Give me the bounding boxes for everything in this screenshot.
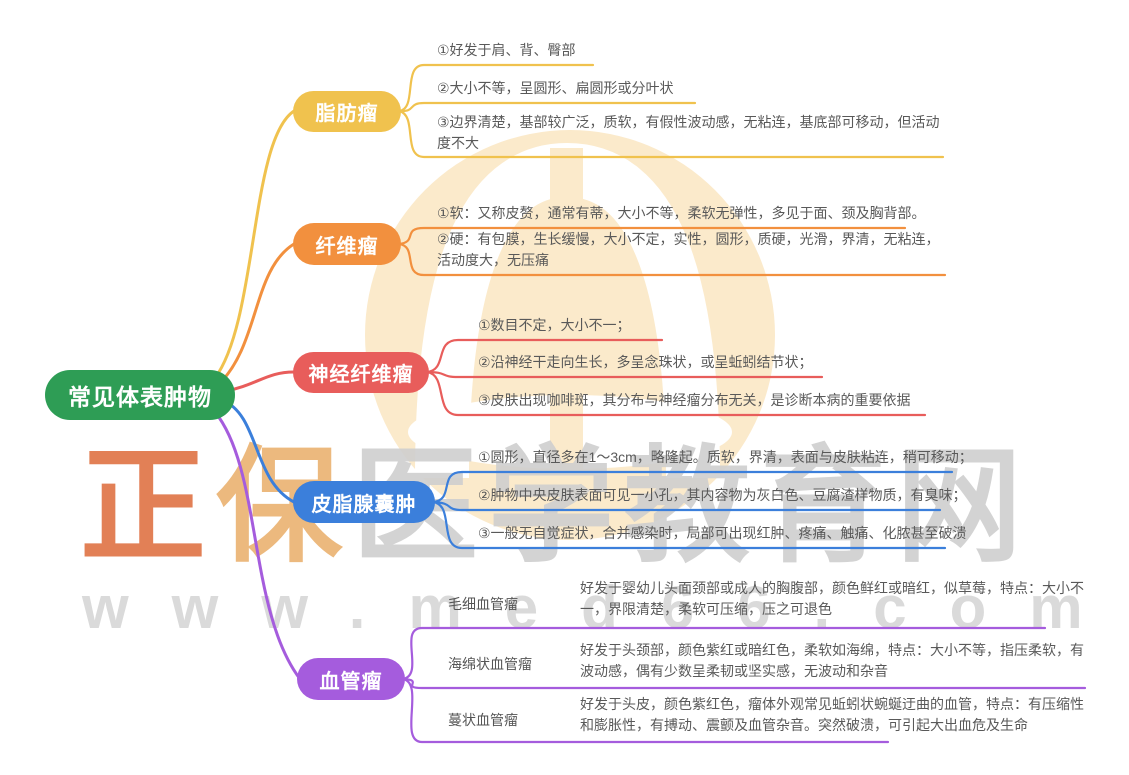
subnode-label-cavernous-hemangioma[interactable]: 海绵状血管瘤: [448, 656, 532, 672]
leaf-topic-neurofibroma-1[interactable]: ①数目不定，大小不一；: [478, 317, 631, 333]
leaf-topic-capillary-hemangioma[interactable]: 好发于婴幼儿头面颈部或成人的胸腹部，颜色鲜红或暗红，似草莓，特点：大小不一，界限…: [580, 580, 1084, 617]
leaf-topic-lipoma-3[interactable]: ③边界清楚，基部较广泛，质软，有假性波动感，无粘连，基底部可移动，但活动度不大: [437, 114, 940, 151]
branch-node-hemangioma[interactable]: 血管瘤: [297, 658, 405, 700]
branch-node-lipoma[interactable]: 脂肪瘤: [293, 91, 401, 132]
branch-node-fibroma[interactable]: 纤维瘤: [293, 223, 401, 265]
subnode-label-racemose-hemangioma[interactable]: 蔓状血管瘤: [448, 712, 518, 728]
leaf-topic-lipoma-2[interactable]: ②大小不等，呈圆形、扁圆形或分叶状: [437, 80, 674, 96]
leaf-topic-sebaceous-3[interactable]: ③一般无自觉症状，合并感染时，局部可出现红肿、疼痛、触痛、化脓甚至破溃: [478, 525, 967, 541]
leaf-topic-neurofibroma-2[interactable]: ②沿神经干走向生长，多呈念珠状，或呈蚯蚓结节状；: [478, 354, 813, 370]
branch-node-neurofibroma[interactable]: 神经纤维瘤: [293, 352, 429, 393]
leaf-topic-lipoma-1[interactable]: ①好发于肩、背、臀部: [437, 42, 576, 58]
subnode-label-capillary-hemangioma[interactable]: 毛细血管瘤: [448, 596, 518, 612]
leaf-topic-racemose-hemangioma[interactable]: 好发于头皮，颜色紫红色，瘤体外观常见蚯蚓状蜿蜒迂曲的血管，特点：有压缩性和膨胀性…: [580, 696, 1084, 733]
leaf-topic-neurofibroma-3[interactable]: ③皮肤出现咖啡斑，其分布与神经瘤分布无关，是诊断本病的重要依据: [478, 392, 911, 408]
leaf-topic-cavernous-hemangioma[interactable]: 好发于头颈部，颜色紫红或暗红色，柔软如海绵，特点：大小不等，指压柔软，有波动感，…: [580, 642, 1084, 679]
leaf-topic-fibroma-1[interactable]: ①软：又称皮赘，通常有蒂，大小不等，柔软无弹性，多见于面、颈及胸背部。: [437, 205, 926, 221]
branch-node-sebaceous-cyst[interactable]: 皮脂腺囊肿: [293, 481, 435, 523]
leaf-topic-sebaceous-2[interactable]: ②肿物中央皮肤表面可见一小孔，其内容物为灰白色、豆腐渣样物质，有臭味；: [478, 487, 967, 503]
leaf-topic-fibroma-2[interactable]: ②硬：有包膜，生长缓慢，大小不定，实性，圆形，质硬，光滑，界清，无粘连，活动度大…: [437, 231, 940, 268]
leaf-topic-sebaceous-1[interactable]: ①圆形，直径多在1～3cm，略隆起。质软，界清，表面与皮肤粘连，稍可移动；: [478, 449, 973, 465]
root-node[interactable]: 常见体表肿物: [45, 370, 235, 420]
